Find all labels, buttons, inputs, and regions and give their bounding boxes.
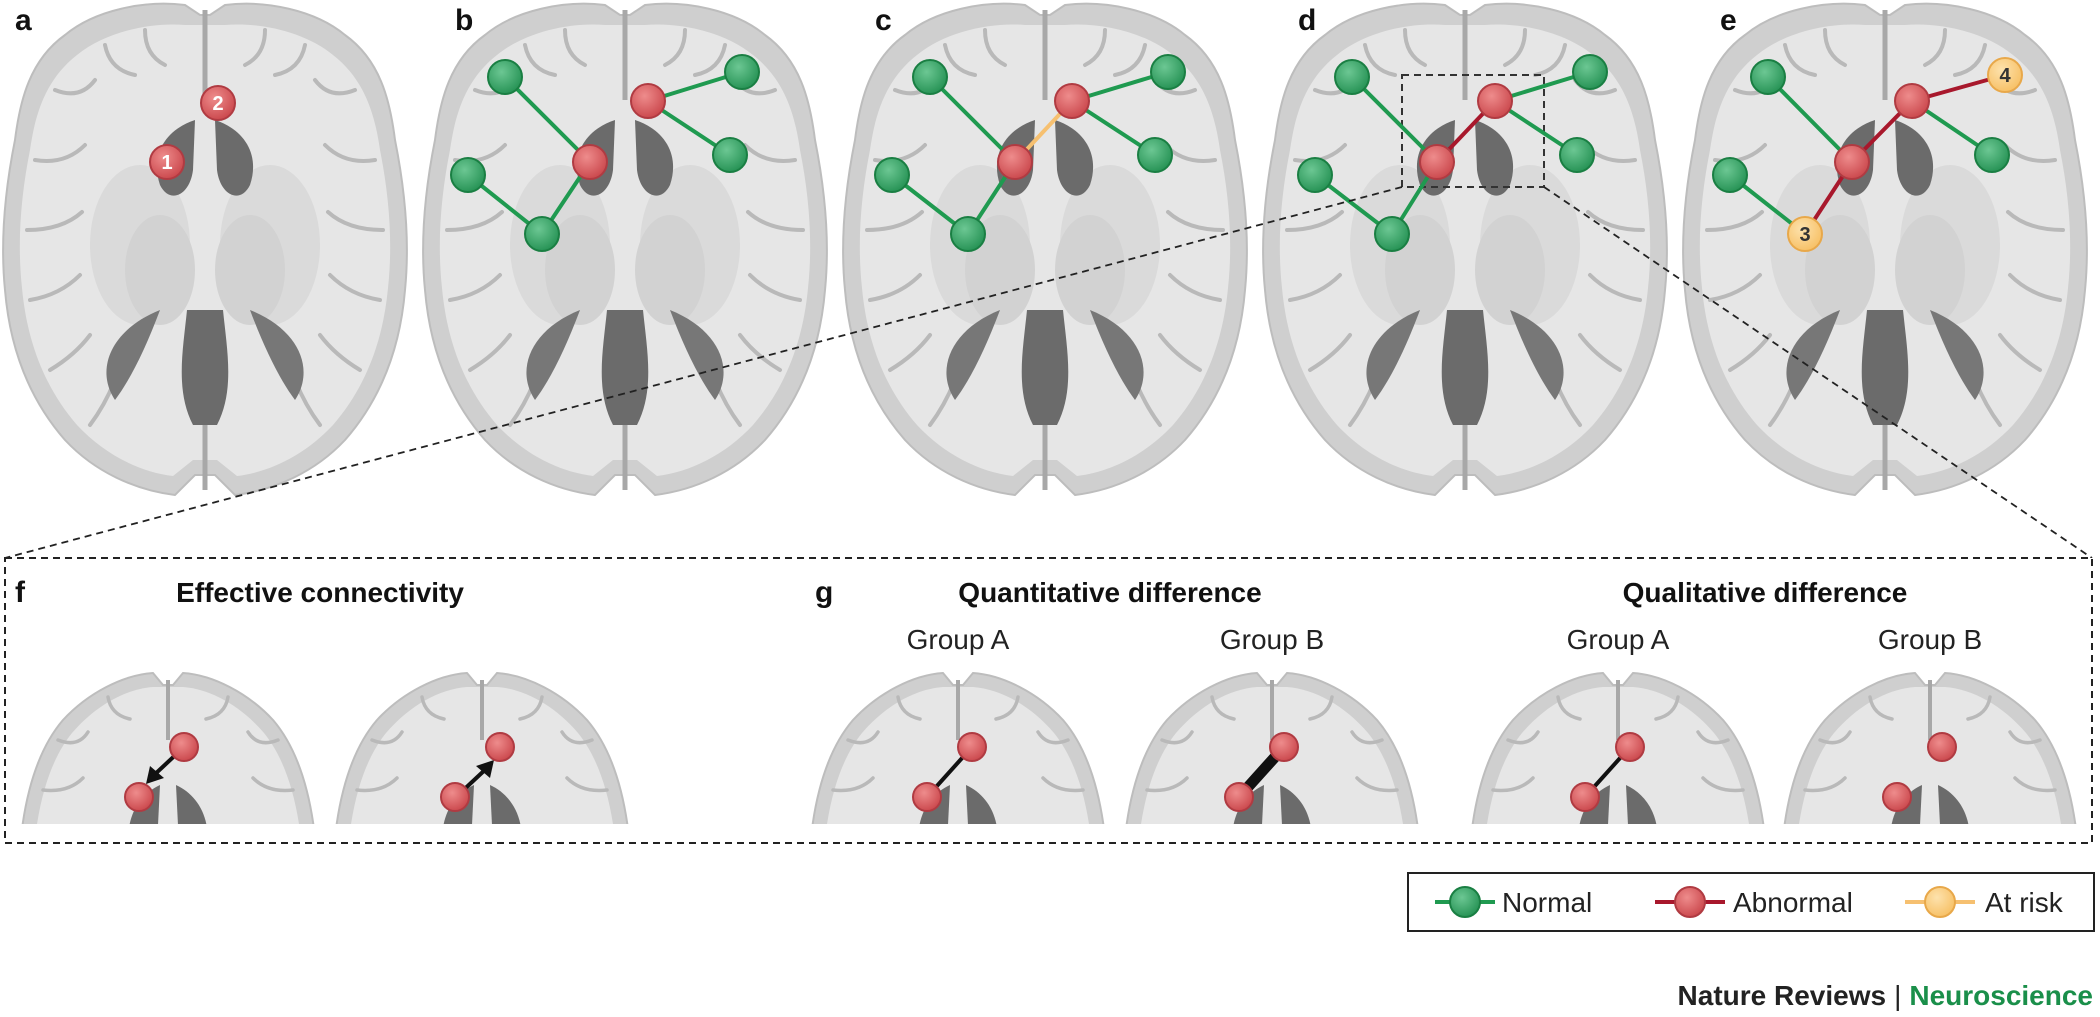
panel-label-g: g <box>815 576 833 609</box>
panel-a-nodes: 2 1 <box>149 85 236 180</box>
panel-label-a: a <box>15 4 32 37</box>
node-abnormal <box>997 144 1033 180</box>
node-1 <box>149 144 185 180</box>
group-b-label-qual: Group B <box>1878 624 1982 655</box>
panel-b-network <box>450 54 760 252</box>
panel-label-c: c <box>875 4 892 37</box>
legend-normal-swatch <box>1449 886 1481 918</box>
arrow-head <box>476 760 494 778</box>
panel-label-b: b <box>455 4 473 37</box>
node-abnormal <box>440 782 470 812</box>
panel-label-e: e <box>1720 4 1737 37</box>
brain-slice-a <box>3 4 407 495</box>
node-abnormal <box>1054 83 1090 119</box>
heading-effective-connectivity: Effective connectivity <box>176 577 464 608</box>
group-b-label-quant: Group B <box>1220 624 1324 655</box>
zoom-line-left <box>4 186 1403 559</box>
node-normal <box>1559 137 1595 173</box>
node-at-risk-3 <box>1787 216 1823 252</box>
panel-d-network <box>1297 54 1608 252</box>
brain-slice-e <box>1683 4 2087 495</box>
group-a-label-qual: Group A <box>1567 624 1670 655</box>
node-normal <box>1137 137 1173 173</box>
node-abnormal <box>1570 782 1600 812</box>
node-normal <box>487 59 523 95</box>
node-abnormal <box>1269 732 1299 762</box>
zoom-line-right <box>1543 186 2093 559</box>
credit-field: Neuroscience <box>1909 980 2093 1011</box>
brain-slice-b <box>423 4 827 495</box>
credit-separator: | <box>1894 980 1901 1011</box>
panel-e-network: 3 4 <box>1712 57 2023 252</box>
node-normal <box>524 216 560 252</box>
credit-journal: Nature Reviews <box>1678 980 1887 1011</box>
node-normal <box>1374 216 1410 252</box>
qual-group-a-pair <box>1570 732 1645 812</box>
node-abnormal <box>1477 83 1513 119</box>
node-normal <box>1712 157 1748 193</box>
node-normal <box>1750 59 1786 95</box>
effective-connectivity-down <box>124 732 199 812</box>
panel-c-network <box>874 54 1186 252</box>
node-normal <box>874 157 910 193</box>
legend-normal-label: Normal <box>1502 887 1592 918</box>
legend-at-risk-swatch <box>1924 886 1956 918</box>
node-normal <box>1297 157 1333 193</box>
node-abnormal <box>957 732 987 762</box>
node-at-risk-4 <box>1987 57 2023 93</box>
panel-label-f: f <box>15 576 26 609</box>
node-normal <box>1334 59 1370 95</box>
node-number-4: 4 <box>1999 65 2011 87</box>
legend-abnormal-label: Abnormal <box>1733 887 1853 918</box>
group-a-label-quant: Group A <box>907 624 1010 655</box>
node-abnormal <box>124 782 154 812</box>
panel-label-d: d <box>1298 4 1316 37</box>
quant-group-b-pair <box>1224 732 1299 812</box>
legend-abnormal-swatch <box>1674 886 1706 918</box>
legend-at-risk-label: At risk <box>1985 887 2064 918</box>
node-abnormal <box>912 782 942 812</box>
node-abnormal <box>169 732 199 762</box>
node-normal <box>724 54 760 90</box>
node-abnormal <box>1894 83 1930 119</box>
node-abnormal <box>1419 144 1455 180</box>
journal-credit: Nature Reviews| Neuroscience <box>1678 980 2093 1011</box>
legend: Normal Abnormal At risk <box>1407 872 2095 932</box>
node-number-1: 1 <box>161 152 172 174</box>
node-abnormal <box>1834 144 1870 180</box>
node-abnormal <box>485 732 515 762</box>
node-normal <box>450 157 486 193</box>
effective-connectivity-up <box>440 732 515 812</box>
node-number-3: 3 <box>1799 224 1810 246</box>
node-abnormal <box>630 83 666 119</box>
arrow-head <box>146 766 164 784</box>
node-2 <box>200 85 236 121</box>
quant-group-a-pair <box>912 732 987 812</box>
brain-slice-c <box>843 4 1247 495</box>
node-normal <box>912 59 948 95</box>
heading-quantitative-difference: Quantitative difference <box>958 577 1261 608</box>
node-abnormal <box>1224 782 1254 812</box>
qual-group-b-pair <box>1882 732 1957 812</box>
node-abnormal <box>1927 732 1957 762</box>
node-normal <box>1572 54 1608 90</box>
heading-qualitative-difference: Qualitative difference <box>1623 577 1908 608</box>
node-normal <box>1974 137 2010 173</box>
node-normal <box>712 137 748 173</box>
node-abnormal <box>572 144 608 180</box>
legend-box <box>1407 872 2095 932</box>
node-abnormal <box>1882 782 1912 812</box>
node-normal <box>1150 54 1186 90</box>
node-abnormal <box>1615 732 1645 762</box>
node-number-2: 2 <box>212 93 223 115</box>
node-normal <box>950 216 986 252</box>
